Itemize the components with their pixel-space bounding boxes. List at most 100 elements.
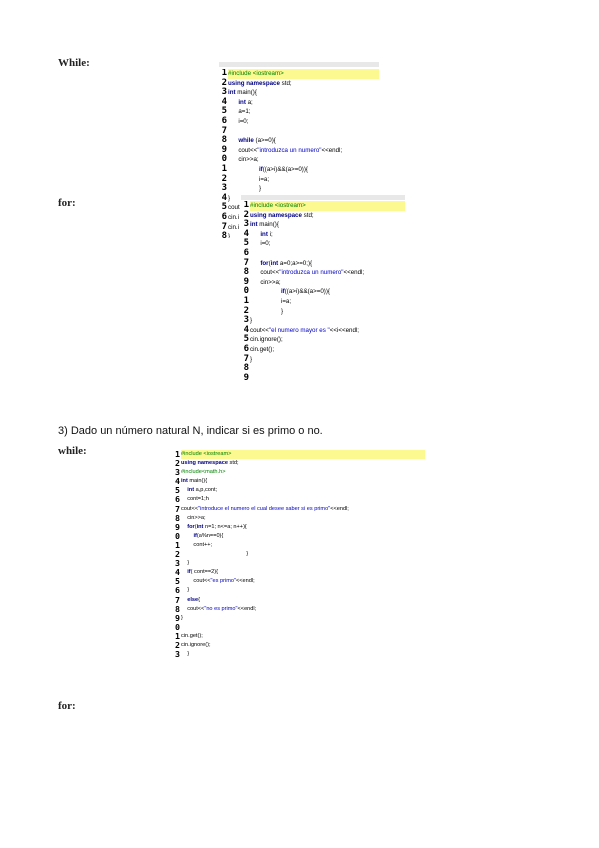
- code-line: }: [181, 614, 183, 621]
- editor-toolbar-strip: [241, 195, 405, 200]
- line-number: 6: [243, 343, 249, 354]
- line-number: 6: [175, 585, 180, 596]
- code-line: }: [228, 185, 262, 193]
- code-line: [250, 374, 405, 381]
- code-line: #include <iostream>: [228, 69, 379, 79]
- code-line: [250, 364, 405, 374]
- line-number: 7: [221, 221, 227, 232]
- line-number: 7: [175, 503, 180, 514]
- line-number: 3: [243, 315, 249, 326]
- line-number: 9: [243, 276, 249, 287]
- line-number: 8: [175, 512, 180, 523]
- code-line: }: [181, 651, 190, 658]
- code-line: cin.get();: [250, 345, 275, 353]
- code-line: int a;: [238, 98, 253, 106]
- line-number: 8: [175, 603, 180, 614]
- code-line: int main(){: [250, 221, 279, 229]
- code-line: a=1;: [228, 108, 251, 116]
- while-label-2: while:: [58, 445, 87, 457]
- line-number: 5: [243, 238, 249, 249]
- line-number: 2: [175, 639, 180, 650]
- code-line: }: [228, 233, 231, 238]
- code-area: #include <iostream>using namespace std;i…: [250, 201, 405, 381]
- code-line: cin.get();: [181, 632, 203, 639]
- line-number: 1: [243, 201, 249, 210]
- code-line: }: [181, 551, 249, 558]
- code-line: cin>>a;: [181, 514, 206, 521]
- line-number: 3: [175, 467, 180, 478]
- line-number: 0: [175, 621, 180, 632]
- code-line: while (a>=0){: [238, 137, 276, 145]
- code-line: [228, 127, 379, 137]
- code-line: #include <iostream>: [250, 201, 405, 211]
- code-line: cin.i: [228, 213, 240, 221]
- line-number: 2: [175, 458, 180, 469]
- line-number: 1: [221, 69, 227, 78]
- line-number: 2: [243, 305, 249, 316]
- line-number: 2: [175, 549, 180, 560]
- line-number: 7: [175, 594, 180, 605]
- code-line: else{: [187, 596, 200, 603]
- line-number: 9: [221, 144, 227, 155]
- code-line: }: [250, 307, 284, 315]
- line-number: 3: [243, 219, 249, 230]
- line-number: 6: [221, 115, 227, 126]
- for-label-2: for:: [58, 700, 76, 712]
- code-line: }: [250, 317, 253, 325]
- while-label-1: While:: [58, 57, 90, 69]
- line-number: 1: [175, 450, 180, 459]
- line-number: 5: [221, 106, 227, 117]
- code-area: #include <iostream>using namespace std;#…: [181, 450, 425, 670]
- line-number: 2: [221, 173, 227, 184]
- code-line: i=a;: [250, 297, 292, 305]
- code-line: i=0;: [228, 117, 249, 125]
- line-number: 0: [221, 154, 227, 165]
- line-number: 9: [243, 372, 249, 381]
- code-line: }: [181, 587, 190, 594]
- exercise-heading: 3) Dado un número natural N, indicar si …: [58, 425, 323, 437]
- code-line: if((a>i)&&(a>=0)){: [280, 288, 330, 296]
- code-line: cout<<"introduzca un numero"<<endl;: [250, 269, 365, 277]
- line-number: 5: [243, 334, 249, 345]
- line-number: 4: [221, 96, 227, 107]
- line-number: 4: [175, 476, 180, 487]
- line-number: 1: [221, 163, 227, 174]
- line-number: 5: [221, 202, 227, 213]
- code-line: int main(){: [181, 478, 208, 485]
- code-line: i=a;: [228, 175, 270, 183]
- line-number: 4: [243, 228, 249, 239]
- line-number: 3: [175, 558, 180, 569]
- line-number: 5: [175, 576, 180, 587]
- code-line: cin.ignore();: [250, 336, 283, 344]
- code-line: if( cont==2){: [187, 569, 219, 576]
- code-line: int i;: [260, 230, 273, 238]
- code-line: using namespace std;: [228, 79, 292, 87]
- code-line: int a,p,cont;: [187, 487, 218, 494]
- line-number: 2: [221, 77, 227, 88]
- line-number: 8: [243, 363, 249, 374]
- code-area: #include <iostream>using namespace std; i…: [228, 69, 379, 238]
- code-line: for(int n=1; n<=a; n++){: [187, 523, 247, 530]
- code-line: int main(){: [228, 89, 257, 97]
- for-label-1: for:: [58, 197, 76, 209]
- code-line: }: [181, 560, 190, 567]
- code-line: cin.ignore();: [181, 641, 211, 648]
- code-line: }: [228, 194, 231, 202]
- code-line: if(a%n==0){: [193, 532, 224, 539]
- line-number: 0: [175, 530, 180, 541]
- line-number: 7: [243, 257, 249, 268]
- line-number: 4: [175, 567, 180, 578]
- code-line: cout<<"introduzca un numero"<<endl;: [228, 146, 343, 154]
- code-line: }: [250, 355, 253, 363]
- line-number: 6: [175, 494, 180, 505]
- line-number: 3: [221, 87, 227, 98]
- code-line: cout<<"el numero mayor es "<<i<<endl;: [250, 326, 359, 334]
- line-number: 8: [221, 135, 227, 146]
- code-line: cout<<"introduce el numero el cual desee…: [181, 505, 349, 512]
- line-number: 0: [243, 286, 249, 297]
